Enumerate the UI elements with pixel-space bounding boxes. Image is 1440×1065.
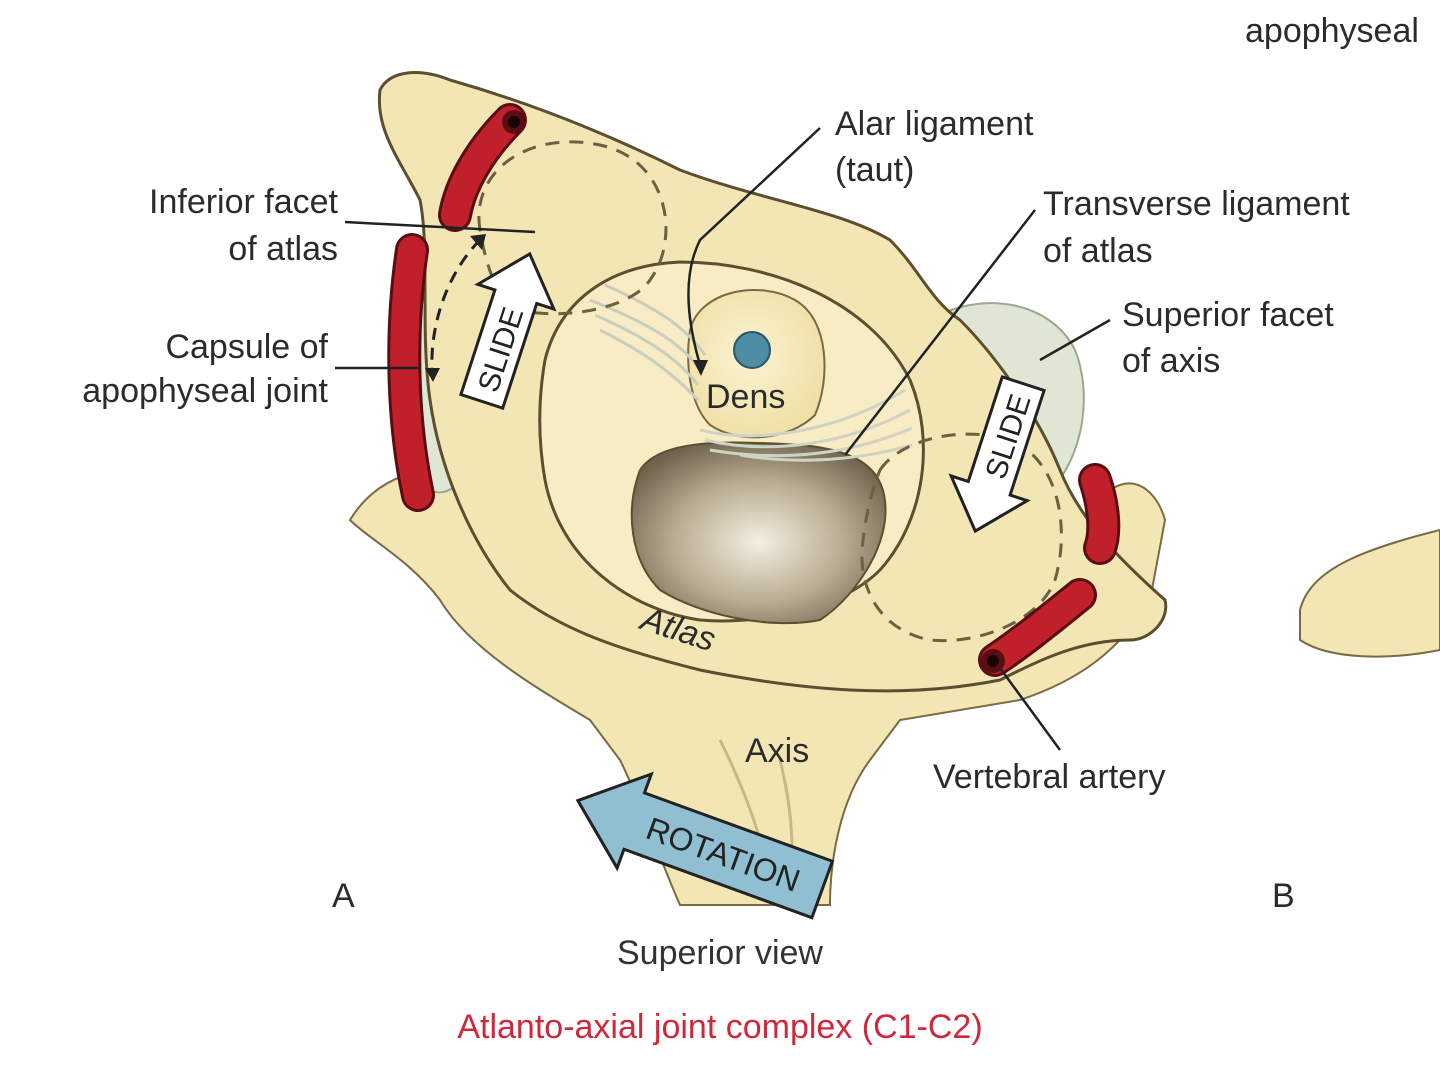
leader-lines (335, 127, 1111, 751)
panel-a-label: A (332, 877, 355, 915)
alar-ligament (589, 283, 707, 402)
axis-label: Axis (745, 732, 809, 770)
inferior-facet-label-2: of atlas (228, 230, 338, 268)
vertebral-artery-left-upper (438, 103, 527, 232)
vertebral-artery-label: Vertebral artery (933, 758, 1165, 796)
vertebral-artery-right-upper (1078, 463, 1121, 565)
view-caption: Superior view (617, 934, 823, 972)
capsule-slide-arrow (425, 234, 486, 382)
transverse-ligament (699, 388, 913, 462)
vertebral-canal (630, 441, 887, 625)
panel-b-bone-fragment (1299, 528, 1440, 658)
panel-b-label: B (1272, 877, 1295, 915)
capsule-label-2: apophyseal joint (82, 372, 328, 410)
alar-ligament-label-1: Alar ligament (835, 105, 1034, 143)
transverse-ligament-label-2: of atlas (1043, 232, 1153, 270)
top-right-label-fragment: apophyseal (1245, 12, 1419, 50)
vertebral-artery-right-lower (978, 578, 1097, 677)
figure-title: Atlanto-axial joint complex (C1-C2) (457, 1008, 983, 1046)
capsule-label-1: Capsule of (165, 328, 328, 366)
superior-facet-label-2: of axis (1122, 342, 1220, 380)
vertebral-artery-left-lower (387, 233, 435, 512)
dens-label: Dens (706, 378, 785, 416)
dens-apex-dot (733, 331, 771, 369)
alar-ligament-label-2: (taut) (835, 151, 914, 189)
inferior-facet-label-1: Inferior facet (149, 183, 339, 221)
transverse-ligament-label-1: Transverse ligament (1043, 185, 1350, 223)
superior-facet-label-1: Superior facet (1122, 296, 1334, 334)
dens (687, 289, 826, 439)
